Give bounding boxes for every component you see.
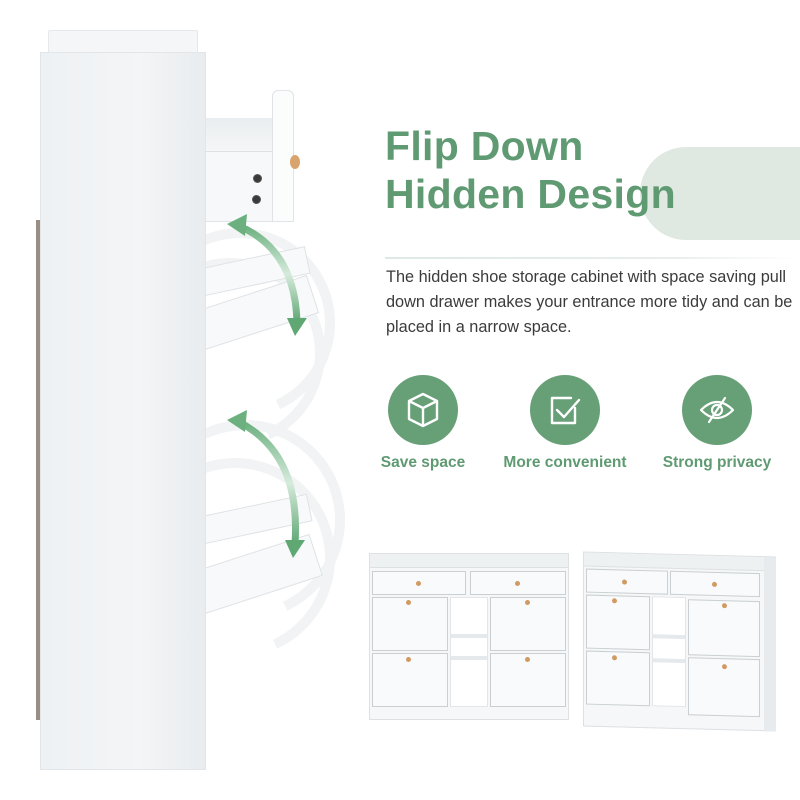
drawer-interior (205, 118, 283, 152)
drawer-screw (253, 174, 262, 183)
drawer-knob (290, 155, 300, 169)
headline-accent-pill (640, 147, 800, 240)
eye-slash-icon (699, 396, 735, 424)
feature-icon-circle (682, 375, 752, 445)
feature-icon-circle (388, 375, 458, 445)
feature-label: Strong privacy (662, 454, 772, 471)
description-text: The hidden shoe storage cabinet with spa… (386, 268, 793, 336)
title-line-1: Flip Down (385, 123, 584, 169)
motion-arrow-icon (227, 410, 305, 558)
feature-icon-circle (530, 375, 600, 445)
feature-strong-privacy: Strong privacy (647, 375, 787, 472)
feature-save-space: Save space (353, 375, 493, 472)
cabinet-back-edge (36, 220, 41, 720)
page-title: Flip Down Hidden Design (385, 122, 676, 218)
cabinet-top-rail (48, 30, 198, 54)
main-product-image (0, 0, 374, 800)
title-line-2: Hidden Design (385, 171, 676, 217)
feature-label: More convenient (503, 454, 627, 471)
cabinet-side-panel (40, 52, 206, 770)
divider (385, 257, 800, 259)
feature-more-convenient: More convenient (495, 375, 635, 472)
drawer-screw (252, 195, 261, 204)
front-view-product-image (369, 553, 569, 720)
checkbox-icon (550, 396, 581, 425)
feature-label: Save space (380, 454, 466, 471)
angled-view-product-image (583, 551, 776, 732)
cube-icon (407, 392, 439, 428)
motion-arrow-icon (227, 214, 307, 336)
